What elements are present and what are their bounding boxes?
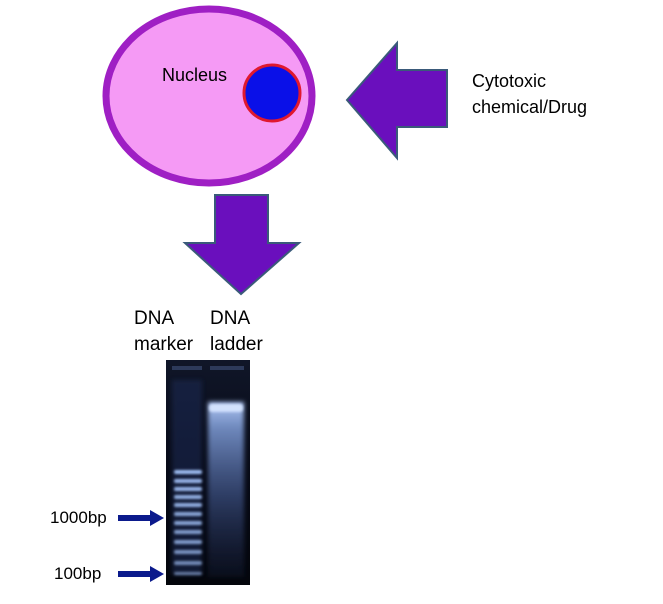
gel-well-ladder [210,366,244,370]
marker-bands [174,470,202,575]
result-arrow [182,194,302,296]
marker-band [174,561,202,565]
marker-smear [172,380,202,575]
cell-body [102,5,316,187]
marker-label-line1: DNA [134,308,175,329]
marker-band [174,572,202,575]
marker-band [174,479,202,483]
nucleus-label: Nucleus [162,65,228,85]
marker-band [174,503,202,507]
marker-band [174,487,202,491]
pointer-100bp [118,566,164,582]
bp-100-label: 100bp [54,564,102,583]
marker-band [174,521,202,525]
bp-1000-label: 1000bp [50,508,107,527]
treatment-label-line2: chemical/Drug [472,97,588,117]
pointer-1000bp-head [150,510,164,526]
marker-band [174,495,202,499]
nucleus [242,63,302,123]
treatment-label-line1: Cytotoxic [472,71,547,91]
pointer-100bp-shaft [118,571,152,577]
pointer-1000bp-shaft [118,515,152,521]
ladder-label-line2: ladder [210,334,263,355]
marker-band [174,540,202,544]
marker-band [174,530,202,534]
marker-band [174,470,202,474]
marker-label-line2: marker [134,334,194,355]
treatment-arrow [345,40,448,161]
gel-well-marker [172,366,202,370]
ladder-smear [208,402,244,577]
pointer-100bp-head [150,566,164,582]
marker-band [174,512,202,516]
ladder-label-line1: DNA [210,308,251,329]
ladder-top-band [209,404,243,412]
marker-band [174,550,202,554]
pointer-1000bp [118,510,164,526]
